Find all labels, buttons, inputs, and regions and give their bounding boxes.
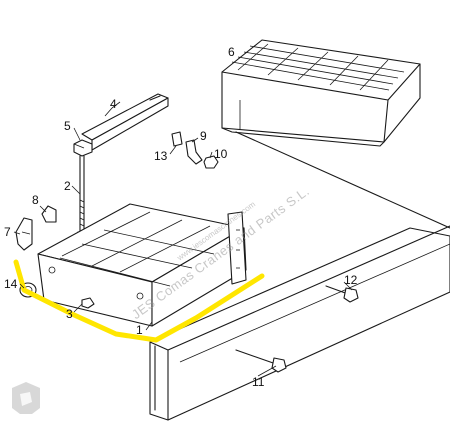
callout-4: 4 (110, 97, 117, 111)
bracket-7 (15, 217, 33, 251)
company-logo (12, 382, 40, 414)
threaded-rod-2 (77, 155, 87, 237)
callout-7: 7 (4, 225, 11, 239)
clamp-bar (81, 93, 169, 151)
clip-8 (41, 205, 57, 223)
clip-13 (171, 131, 183, 147)
bolt-11 (235, 349, 287, 373)
callout-1: 1 (136, 323, 143, 337)
callout-labels: 6 4 5 9 13 10 2 8 7 14 3 1 12 11 (4, 45, 358, 389)
callout-11: 11 (252, 375, 265, 389)
battery-tray (37, 203, 247, 327)
bolt-5 (73, 139, 93, 157)
callout-10: 10 (214, 147, 228, 161)
callout-2: 2 (64, 179, 71, 193)
highlight-outline (13, 259, 265, 343)
callout-14: 14 (4, 277, 18, 291)
leader-lines (13, 101, 353, 377)
bolt-12 (325, 285, 359, 303)
battery-cover (221, 39, 421, 147)
callout-8: 8 (32, 193, 39, 207)
callout-3: 3 (66, 307, 73, 321)
nut-10 (203, 155, 219, 169)
clip-9 (185, 139, 203, 165)
chassis-rail (149, 131, 450, 421)
callout-12: 12 (344, 273, 358, 287)
callout-5: 5 (64, 119, 71, 133)
callout-9: 9 (200, 129, 207, 143)
callout-6: 6 (228, 45, 235, 59)
callout-13: 13 (154, 149, 168, 163)
